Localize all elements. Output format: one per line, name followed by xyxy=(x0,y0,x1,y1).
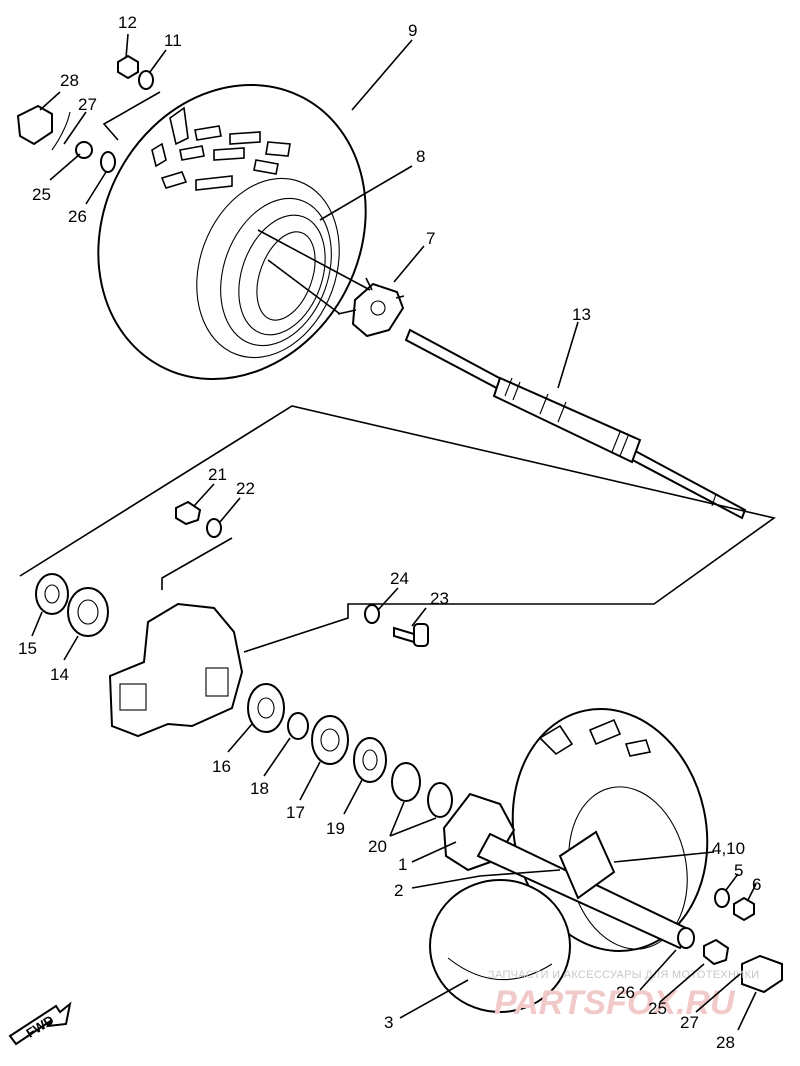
label-28-lower: 28 xyxy=(716,1033,735,1052)
label-25-lower: 25 xyxy=(648,999,667,1018)
label-4-10: 4,10 xyxy=(712,839,745,858)
bolts-washers-mid xyxy=(175,500,429,647)
label-7: 7 xyxy=(426,229,435,248)
fwd-arrow: FWD xyxy=(8,1001,72,1046)
label-8: 8 xyxy=(416,147,425,166)
label-6: 6 xyxy=(752,875,761,894)
bearings-seals xyxy=(35,573,453,818)
rear-axle-13 xyxy=(404,328,747,520)
label-27-lower: 27 xyxy=(680,1013,699,1032)
part-number-labels: 12 11 9 28 27 25 26 8 7 13 21 22 24 23 1… xyxy=(18,13,761,1052)
differential-case xyxy=(108,602,244,738)
hub-and-axle-lower xyxy=(442,792,783,994)
label-23: 23 xyxy=(430,589,449,608)
outline-frame xyxy=(19,405,776,653)
label-24: 24 xyxy=(390,569,409,588)
watermark: ЗАПЧАСТИ И АКСЕССУАРЫ ДЛЯ МОТОТЕХНИКИ PA… xyxy=(488,969,759,1022)
label-27-upper: 27 xyxy=(78,95,97,114)
label-19: 19 xyxy=(326,819,345,838)
label-14: 14 xyxy=(50,665,69,684)
svg-text:PARTSFOX.RU: PARTSFOX.RU xyxy=(494,984,736,1022)
label-20: 20 xyxy=(368,837,387,856)
label-15: 15 xyxy=(18,639,37,658)
small-parts-upper xyxy=(16,54,154,173)
label-16: 16 xyxy=(212,757,231,776)
wheel-hub-7 xyxy=(337,277,405,338)
wheel-tire-upper xyxy=(97,83,367,381)
label-2: 2 xyxy=(394,881,403,900)
leader-lines xyxy=(31,33,757,1031)
tread-pattern xyxy=(151,106,291,191)
label-11: 11 xyxy=(164,31,182,50)
label-3: 3 xyxy=(384,1013,393,1032)
label-28-upper: 28 xyxy=(60,71,79,90)
label-12: 12 xyxy=(118,13,137,32)
label-5: 5 xyxy=(734,861,743,880)
label-18: 18 xyxy=(250,779,269,798)
label-9: 9 xyxy=(408,21,417,40)
label-17: 17 xyxy=(286,803,305,822)
label-21: 21 xyxy=(208,465,227,484)
label-13: 13 xyxy=(572,305,591,324)
svg-text:ЗАПЧАСТИ И АКСЕССУАРЫ ДЛЯ МОТО: ЗАПЧАСТИ И АКСЕССУАРЫ ДЛЯ МОТОТЕХНИКИ xyxy=(488,969,759,981)
label-1: 1 xyxy=(398,855,407,874)
label-26-upper: 26 xyxy=(68,207,87,226)
label-22: 22 xyxy=(236,479,255,498)
label-26-lower: 26 xyxy=(616,983,635,1002)
label-25-upper: 25 xyxy=(32,185,51,204)
